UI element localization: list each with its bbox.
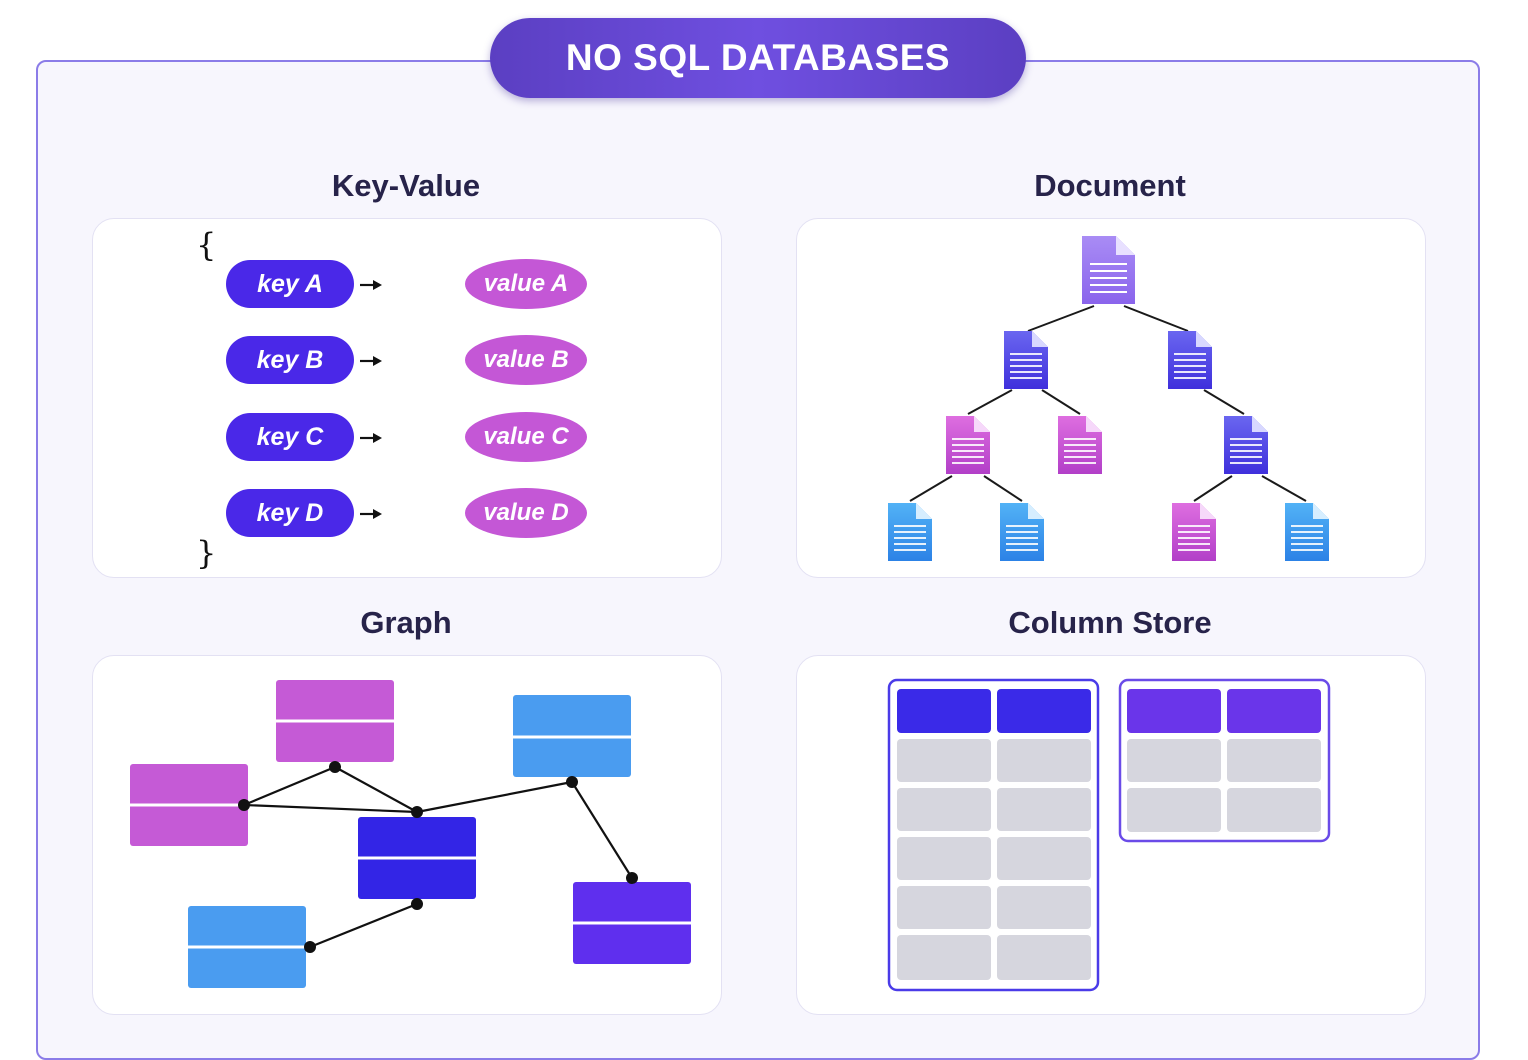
column-store-tables	[887, 678, 1331, 992]
arrow-right-icon	[360, 356, 382, 366]
document-icon	[1285, 503, 1329, 561]
value-pill: value D	[465, 488, 587, 538]
key-pill: key C	[226, 413, 354, 461]
document-icon	[946, 416, 990, 474]
arrow-right-icon	[360, 433, 382, 443]
graph-diagram	[130, 680, 691, 988]
column-table-small	[1118, 678, 1331, 843]
document-icon	[1168, 331, 1212, 389]
value-pill: value C	[465, 412, 587, 462]
document-icon	[1224, 416, 1268, 474]
graph-node	[276, 680, 394, 762]
tree-edges	[909, 305, 1307, 502]
value-pill: value A	[465, 259, 587, 309]
page-title: NO SQL DATABASES	[490, 18, 1026, 98]
graph-title: Graph	[360, 605, 452, 640]
key-value-panel	[92, 218, 722, 578]
key-pill: key B	[226, 336, 354, 384]
graph-vertices	[238, 761, 638, 953]
document-tree	[888, 236, 1329, 561]
close-brace: }	[196, 534, 217, 572]
document-icon	[1058, 416, 1102, 474]
column-store-title: Column Store	[1008, 605, 1212, 640]
document-icon	[1004, 331, 1048, 389]
open-brace: {	[196, 226, 217, 264]
key-value-title: Key-Value	[331, 168, 481, 203]
graph-node	[188, 906, 306, 988]
arrow-right-icon	[360, 280, 382, 290]
document-icon	[888, 503, 932, 561]
graph-node	[513, 695, 631, 777]
graph-node	[130, 764, 248, 846]
value-pill: value B	[465, 335, 587, 385]
document-icon	[1000, 503, 1044, 561]
graph-edges	[243, 765, 633, 949]
arrow-right-icon	[360, 509, 382, 519]
document-icon	[1082, 236, 1135, 304]
graph-node	[358, 817, 476, 899]
key-pill: key D	[226, 489, 354, 537]
graph-node	[573, 882, 691, 964]
key-pill: key A	[226, 260, 354, 308]
document-title: Document	[1034, 168, 1186, 203]
document-icon	[1172, 503, 1216, 561]
column-table-large	[887, 678, 1100, 992]
